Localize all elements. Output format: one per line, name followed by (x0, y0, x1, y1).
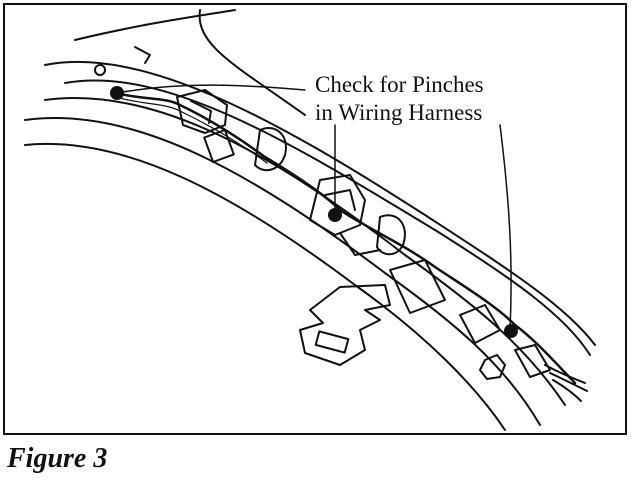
top-left-hole (94, 64, 106, 76)
roof-curve-upper (74, 9, 236, 41)
leader-line-left (116, 84, 306, 94)
clip-1 (176, 89, 228, 134)
clip-3 (376, 214, 406, 256)
clip-2 (254, 127, 287, 172)
trim-edge (24, 143, 506, 431)
rail-lower-edge-2 (24, 116, 541, 426)
callout-line-1: Check for Pinches (315, 72, 484, 97)
pinch-marker-right (504, 324, 518, 338)
figure-caption: Figure 3 (7, 443, 108, 474)
wiring-harness-line (113, 91, 577, 385)
hex-nut (479, 354, 506, 380)
callout-label: Check for Pinches in Wiring Harness (315, 71, 555, 127)
pinch-marker-left (110, 86, 124, 100)
bracket-middle (309, 174, 366, 236)
roof-curve-inner (198, 9, 306, 116)
connector-block (389, 259, 446, 314)
wire-ends (544, 364, 588, 402)
clip-4 (459, 304, 501, 344)
hanging-tab (299, 284, 391, 366)
figure-frame: Check for Pinches in Wiring Harness (3, 3, 627, 435)
pinch-marker-middle (328, 208, 342, 222)
leader-line-right (499, 124, 512, 331)
harness-illustration (24, 9, 596, 431)
rail-top-edge (44, 60, 596, 346)
callout-line-2: in Wiring Harness (315, 100, 483, 125)
